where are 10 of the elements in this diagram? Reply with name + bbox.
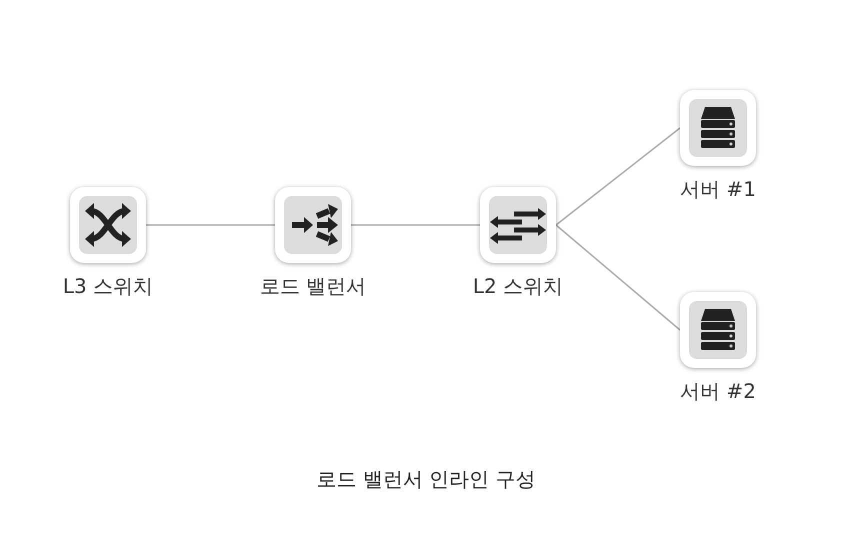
device-label: L2 스위치 <box>472 273 564 300</box>
connector-line <box>146 224 275 226</box>
device-label: 서버 #2 <box>679 378 757 405</box>
device-label: L3 스위치 <box>62 273 154 300</box>
caption: 로드 밸런서 인라인 구성 <box>315 466 537 493</box>
connector-line <box>351 224 480 226</box>
device-label: 로드 밸런서 <box>258 273 368 300</box>
connector-line <box>556 127 680 226</box>
connector-line <box>556 224 680 331</box>
device-label: 서버 #1 <box>679 176 757 203</box>
